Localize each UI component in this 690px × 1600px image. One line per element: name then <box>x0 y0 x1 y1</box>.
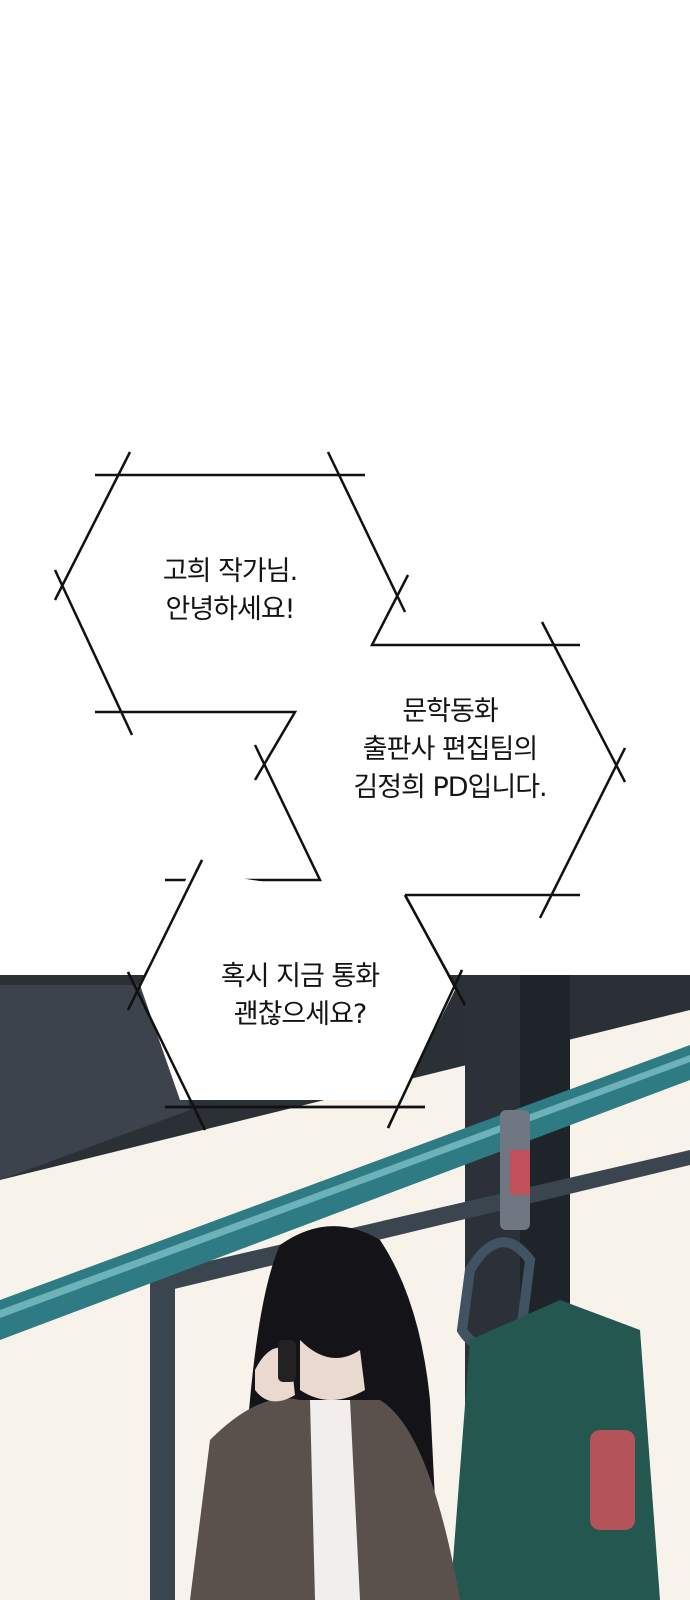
bubble-line: 김정희 PD입니다. <box>353 772 547 803</box>
woman-on-phone <box>190 1226 460 1600</box>
speech-bubble-introduction: 문학동화 출판사 편집팀의 김정희 PD입니다. <box>310 693 590 807</box>
bubble-line: 안녕하세요! <box>165 594 295 625</box>
bubble-line: 혹시 지금 통화 <box>220 961 380 992</box>
speech-bubble-question: 혹시 지금 통화 괜찮으세요? <box>170 958 430 1034</box>
bubble-line: 고희 작가님. <box>162 556 298 587</box>
bubble-line: 출판사 편집팀의 <box>362 734 538 765</box>
bubble-line: 괜찮으세요? <box>233 999 368 1030</box>
bubble-line: 문학동화 <box>402 696 498 727</box>
speech-bubble-greeting: 고희 작가님. 안녕하세요! <box>110 553 350 629</box>
